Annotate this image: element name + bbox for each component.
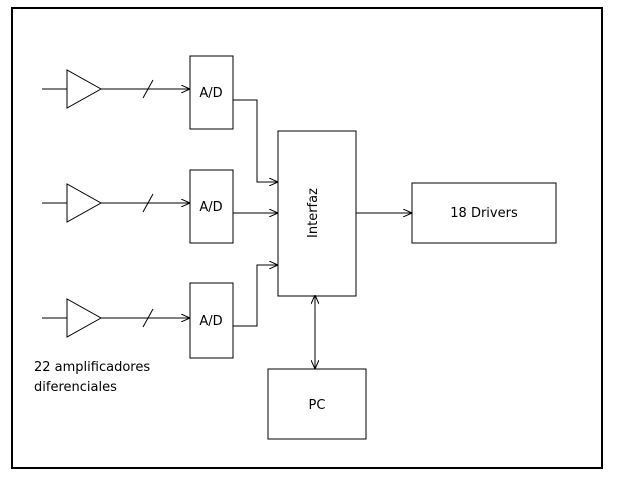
bus-slash	[142, 79, 154, 99]
adc-to-interface-connector	[233, 99, 278, 182]
interface-box	[277, 130, 357, 297]
pc-label: PC	[309, 398, 326, 413]
amplifiers-caption-line-1: 22 amplificadores	[34, 360, 150, 375]
channel-2: A/D	[42, 169, 278, 244]
channel-1: A/D	[42, 55, 278, 182]
interface-label: Interfaz	[306, 188, 321, 238]
amplifier-triangle	[66, 298, 103, 338]
pc-box	[267, 368, 367, 440]
adc-label: A/D	[199, 314, 222, 329]
bus-slash	[142, 193, 154, 213]
adc-label: A/D	[199, 86, 222, 101]
adc-label: A/D	[199, 200, 222, 215]
bus-slash	[142, 308, 154, 328]
outer-frame	[11, 7, 603, 469]
adc-to-interface-connector	[233, 265, 278, 327]
amplifier-triangle	[66, 69, 103, 109]
amplifiers-caption-line-2: diferenciales	[34, 380, 117, 395]
channel-3: A/D	[42, 265, 278, 359]
adc-box	[189, 282, 234, 359]
adc-box	[189, 169, 234, 244]
amplifier-triangle	[66, 183, 103, 223]
adc-box	[189, 55, 234, 130]
drivers-label: 18 Drivers	[450, 206, 518, 221]
drivers-box	[411, 182, 557, 244]
